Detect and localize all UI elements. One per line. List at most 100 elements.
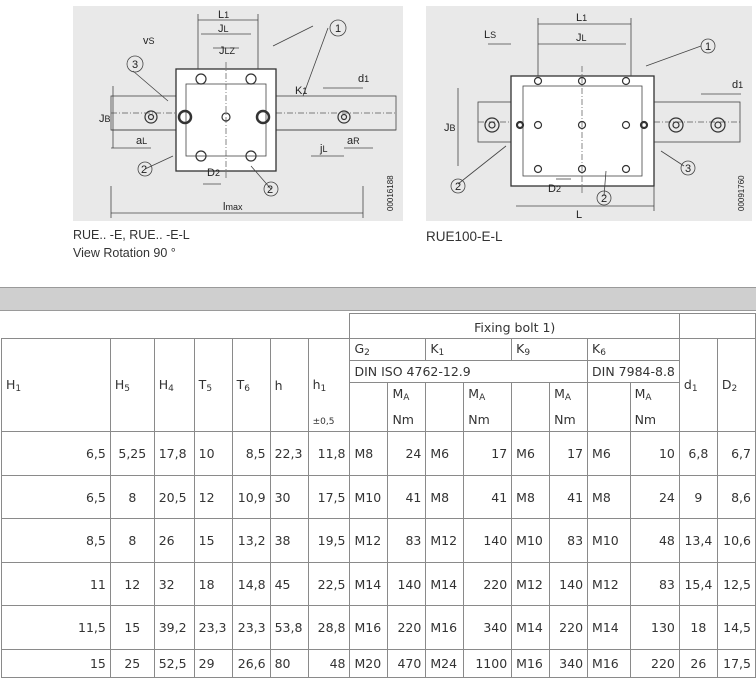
table-cell: 24 [629, 475, 680, 519]
table-cell: M16 [511, 649, 551, 678]
header-h4: H4 [153, 338, 195, 432]
right-label-l1: L1 [576, 12, 587, 24]
table-cell: 14,5 [716, 605, 756, 650]
header-k6-blank [587, 382, 631, 432]
right-label-jb: JB [444, 122, 456, 134]
header-g2-blank [349, 382, 389, 432]
table-cell: 83 [549, 518, 589, 563]
header-h: h [269, 338, 309, 432]
left-label-al: aL [136, 135, 147, 147]
table-cell: 8,6 [716, 475, 756, 519]
table-cell: 10 [629, 431, 680, 476]
header-h1-small: h1±0,5 [307, 338, 351, 432]
table-cell: 130 [629, 605, 680, 650]
table-cell: 10 [193, 431, 233, 476]
right-label-d2: D2 [548, 183, 561, 195]
table-cell: M12 [349, 518, 389, 563]
header-k9: K9 [511, 338, 589, 361]
header-k6: K6 [587, 338, 680, 361]
table-cell: 83 [387, 518, 427, 563]
figure-left-drawing: L1 JL JLZ vS JB aL aR D2 K1 d1 jL lmax 1… [73, 6, 403, 221]
left-label-d1: d1 [358, 73, 369, 85]
dimension-table: Fixing bolt 1) H1 H5 H4 T5 T6 h h1±0,5 G… [1, 313, 756, 678]
right-label-l: L [576, 209, 582, 221]
table-cell: 220 [629, 649, 680, 678]
table-cell: 8,5 [1, 518, 111, 563]
left-callout-2a: 2 [141, 164, 147, 176]
table-top-bar [0, 287, 756, 311]
header-k1-blank [425, 382, 465, 432]
table-cell: 12,5 [716, 562, 756, 606]
table-cell: 18 [193, 562, 233, 606]
table-cell: 25 [109, 649, 155, 678]
header-blank [1, 313, 351, 339]
table-cell: M16 [587, 649, 631, 678]
left-callout-1: 1 [335, 23, 341, 35]
table-cell: M6 [587, 431, 631, 476]
table-cell: 9 [678, 475, 718, 519]
table-cell: M6 [425, 431, 465, 476]
right-label-ls: LS [484, 29, 496, 41]
table-cell: 22,5 [307, 562, 351, 606]
header-t6: T6 [231, 338, 271, 432]
table-cell: M8 [425, 475, 465, 519]
table-cell: 8,5 [231, 431, 271, 476]
header-d2: D2 [716, 338, 756, 432]
table-cell: 15 [109, 605, 155, 650]
right-callout-2b: 2 [601, 193, 607, 205]
left-label-d2: D2 [207, 167, 220, 179]
left-label-jlz: JLZ [219, 45, 236, 57]
table-cell: 340 [463, 605, 513, 650]
header-blank-right [678, 313, 756, 339]
left-label-jl: JL [218, 23, 229, 35]
table-cell: 39,2 [153, 605, 195, 650]
table-cell: 23,3 [231, 605, 271, 650]
table-cell: 17,8 [153, 431, 195, 476]
table-cell: 12 [193, 475, 233, 519]
header-g2: G2 [349, 338, 427, 361]
table-cell: 8 [109, 518, 155, 563]
table-cell: M14 [425, 562, 465, 606]
table-cell: M10 [587, 518, 631, 563]
table-cell: M10 [511, 518, 551, 563]
table-cell: 13,4 [678, 518, 718, 563]
table-cell: M8 [587, 475, 631, 519]
table-cell: 12 [109, 562, 155, 606]
header-std-k6: DIN 7984-8.8 [587, 360, 680, 383]
table-cell: 5,25 [109, 431, 155, 476]
table-cell: 48 [307, 649, 351, 678]
table-cell: 26 [153, 518, 195, 563]
table-cell: 11 [1, 562, 111, 606]
table-cell: 17 [463, 431, 513, 476]
table-cell: 220 [387, 605, 427, 650]
table-cell: M8 [511, 475, 551, 519]
figure-right-drawing: L1 JL LS JB D2 d1 L 1 2 2 3 00091760 [426, 6, 752, 221]
table-cell: 19,5 [307, 518, 351, 563]
header-fixing-bolt: Fixing bolt 1) [349, 313, 680, 339]
table-cell: 220 [549, 605, 589, 650]
header-h1: H1 [1, 338, 111, 432]
header-k9-blank [511, 382, 551, 432]
right-callout-1: 1 [705, 41, 711, 53]
left-callout-2b: 2 [267, 184, 273, 196]
header-std-g2: DIN ISO 4762-12.9 [349, 360, 589, 383]
header-t5: T5 [193, 338, 233, 432]
left-label-lmax: lmax [223, 201, 243, 213]
table-cell: 38 [269, 518, 309, 563]
caption-left: RUE.. -E, RUE.. -E-L View Rotation 90 ° [73, 226, 190, 262]
right-label-d1: d1 [732, 79, 743, 91]
table-cell: 48 [629, 518, 680, 563]
table-cell: M8 [349, 431, 389, 476]
table-cell: 83 [629, 562, 680, 606]
table-cell: 80 [269, 649, 309, 678]
table-cell: 10,9 [231, 475, 271, 519]
table-cell: 15 [193, 518, 233, 563]
